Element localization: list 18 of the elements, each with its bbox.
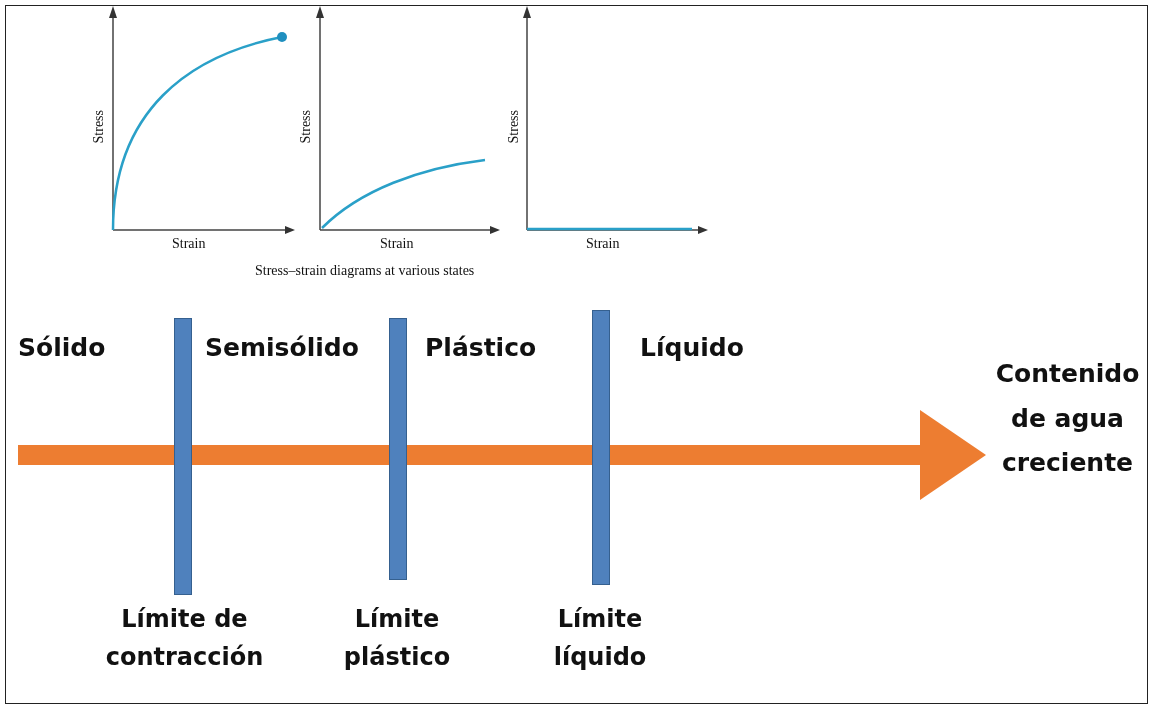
axis-label: Stress (298, 110, 314, 144)
state-label: Strain (380, 236, 414, 253)
state-label: Strain (586, 236, 620, 253)
state-label: Plástico (425, 333, 537, 363)
limit-label: Límite plástico (342, 604, 452, 674)
limit-bar (174, 318, 192, 595)
limit-label: Límite de contracción (104, 604, 265, 674)
state-label: Líquido (640, 333, 744, 363)
axis-label: Stress (506, 110, 522, 144)
figure-caption: Stress–strain diagrams at various states (255, 263, 475, 280)
axis-label: Stress (91, 110, 107, 144)
state-label: Semisólido (205, 333, 359, 363)
limit-label: Límite líquido (552, 604, 648, 674)
state-label: Strain (172, 236, 206, 253)
limit-bar (389, 318, 407, 580)
state-label: Sólido (18, 333, 106, 363)
limit-bar (592, 310, 610, 585)
axis-label: Contenido de agua creciente (994, 358, 1141, 479)
